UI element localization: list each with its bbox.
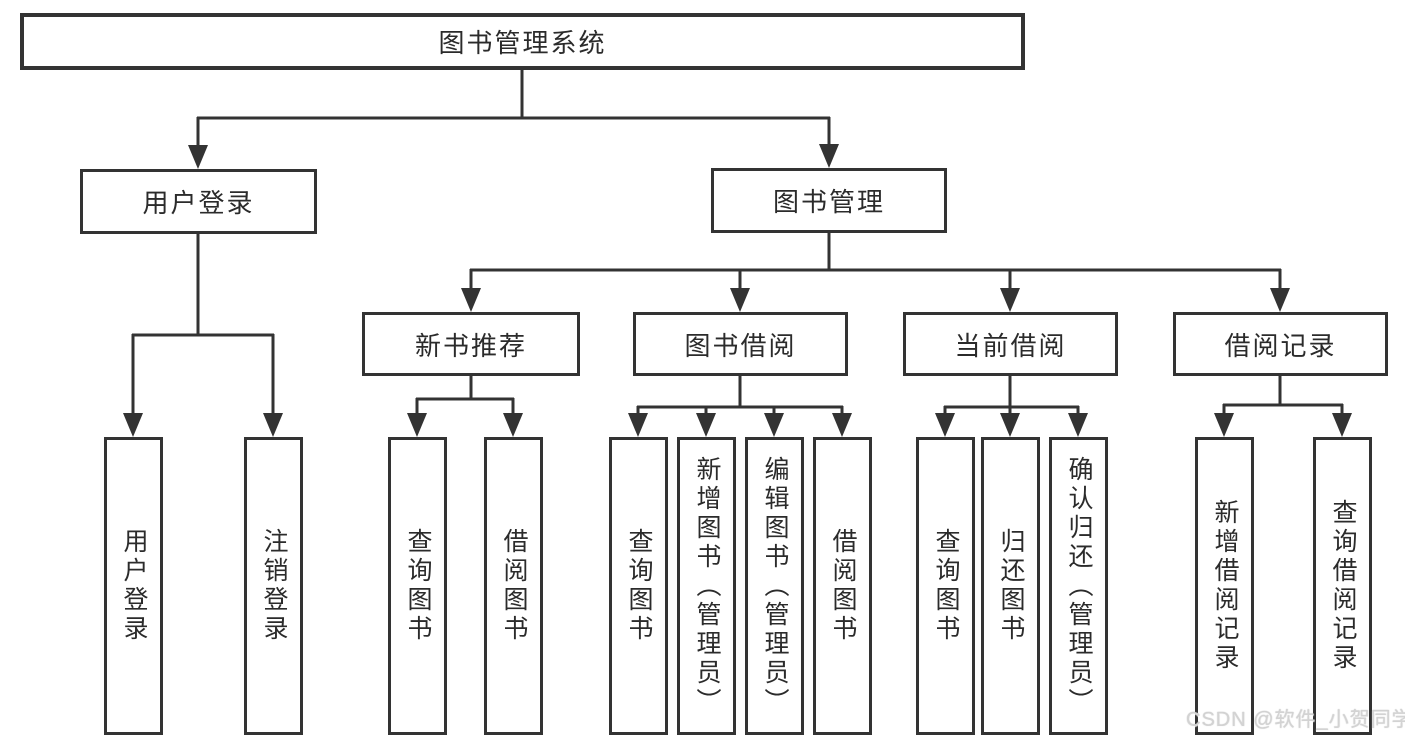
leaf-add-books-admin-label: 新增图书（管理员） bbox=[693, 455, 721, 717]
leaf-return-books: 归还图书 bbox=[981, 437, 1040, 735]
leaf-return-books-label: 归还图书 bbox=[997, 528, 1025, 644]
leaf-query-books-recommend-label: 查询图书 bbox=[404, 528, 432, 644]
leaf-query-books-current: 查询图书 bbox=[916, 437, 975, 735]
leaf-logout-label: 注销登录 bbox=[260, 528, 288, 644]
leaf-add-borrow-record: 新增借阅记录 bbox=[1195, 437, 1254, 735]
leaf-query-books-borrowing-label: 查询图书 bbox=[625, 528, 653, 644]
leaf-user-login: 用户登录 bbox=[104, 437, 163, 735]
node-book-management: 图书管理 bbox=[711, 168, 947, 233]
leaf-borrow-books-recommend-label: 借阅图书 bbox=[500, 528, 528, 644]
node-current-borrowing-label: 当前借阅 bbox=[954, 330, 1067, 361]
leaf-user-login-label: 用户登录 bbox=[120, 528, 148, 644]
node-borrow-records-label: 借阅记录 bbox=[1224, 330, 1337, 361]
node-borrow-records: 借阅记录 bbox=[1173, 312, 1388, 376]
leaf-borrow-books-recommend: 借阅图书 bbox=[484, 437, 543, 735]
leaf-add-borrow-record-label: 新增借阅记录 bbox=[1211, 499, 1239, 673]
leaf-borrow-books-label: 借阅图书 bbox=[829, 528, 857, 644]
leaf-query-borrow-record: 查询借阅记录 bbox=[1313, 437, 1372, 735]
leaf-edit-books-admin-label: 编辑图书（管理员） bbox=[761, 455, 789, 717]
leaf-add-books-admin: 新增图书（管理员） bbox=[677, 437, 736, 735]
csdn-watermark: CSDN @软件_小贺同学 bbox=[1186, 709, 1405, 731]
leaf-query-books-current-label: 查询图书 bbox=[932, 528, 960, 644]
node-library-system-label: 图书管理系统 bbox=[438, 28, 607, 58]
node-new-book-recommend: 新书推荐 bbox=[362, 312, 580, 376]
leaf-borrow-books: 借阅图书 bbox=[813, 437, 872, 735]
leaf-confirm-return-admin: 确认归还（管理员） bbox=[1049, 437, 1108, 735]
leaf-query-books-recommend: 查询图书 bbox=[388, 437, 447, 735]
node-user-login: 用户登录 bbox=[80, 169, 317, 234]
node-new-book-recommend-label: 新书推荐 bbox=[414, 330, 527, 361]
node-book-borrowing-label: 图书借阅 bbox=[684, 330, 797, 361]
leaf-logout: 注销登录 bbox=[244, 437, 303, 735]
node-book-management-label: 图书管理 bbox=[772, 187, 885, 217]
leaf-query-books-borrowing: 查询图书 bbox=[609, 437, 668, 735]
leaf-confirm-return-admin-label: 确认归还（管理员） bbox=[1065, 455, 1093, 717]
leaf-query-borrow-record-label: 查询借阅记录 bbox=[1329, 499, 1357, 673]
node-book-borrowing: 图书借阅 bbox=[633, 312, 848, 376]
arrowheads bbox=[123, 144, 1352, 437]
node-current-borrowing: 当前借阅 bbox=[903, 312, 1118, 376]
node-library-system: 图书管理系统 bbox=[20, 13, 1025, 70]
node-user-login-label: 用户登录 bbox=[142, 188, 255, 218]
leaf-edit-books-admin: 编辑图书（管理员） bbox=[745, 437, 804, 735]
